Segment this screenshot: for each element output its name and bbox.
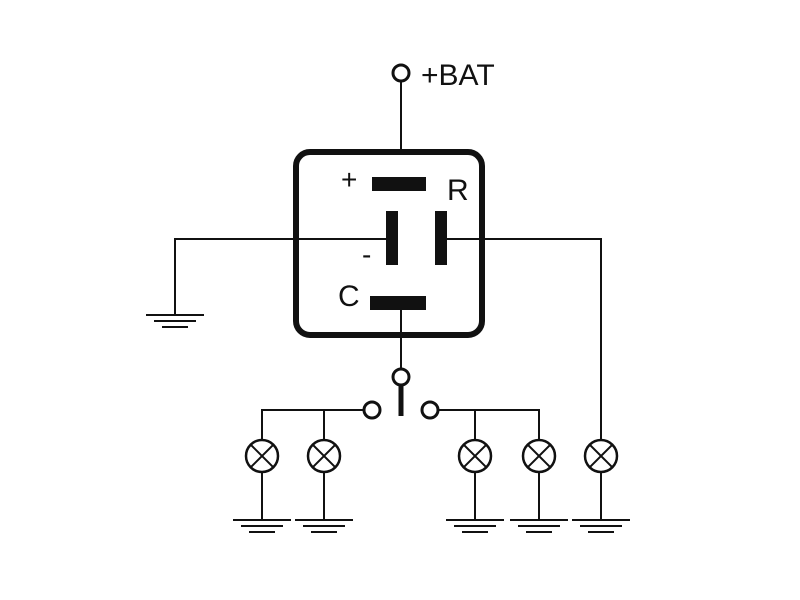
indicator-switch <box>362 385 440 420</box>
lamp-right-2 <box>521 438 557 521</box>
minus-label: - <box>362 239 371 270</box>
ground-symbol-main <box>146 314 204 328</box>
r-label: R <box>447 174 469 207</box>
minus-ground-wire <box>174 238 393 316</box>
plus-label: + <box>341 164 357 195</box>
ground-symbol-lamp-right-2 <box>510 519 568 533</box>
c-pin <box>370 296 426 310</box>
battery-label: +BAT <box>421 59 495 92</box>
left-branch-wire <box>261 409 365 441</box>
plus-pin <box>372 177 426 191</box>
lamp-left-1 <box>244 438 280 521</box>
ground-symbol-lamp-right-1 <box>446 519 504 533</box>
lamp-left-2 <box>306 438 342 521</box>
lamp-indicator <box>583 438 619 521</box>
lamp-right-1 <box>457 438 493 521</box>
c-label: C <box>338 280 360 313</box>
ground-symbol-lamp-left-2 <box>295 519 353 533</box>
r-wire <box>440 238 602 441</box>
ground-symbol-lamp-indicator <box>572 519 630 533</box>
ground-symbol-lamp-left-1 <box>233 519 291 533</box>
battery-terminal <box>391 63 411 153</box>
right-branch-wire <box>437 409 540 441</box>
